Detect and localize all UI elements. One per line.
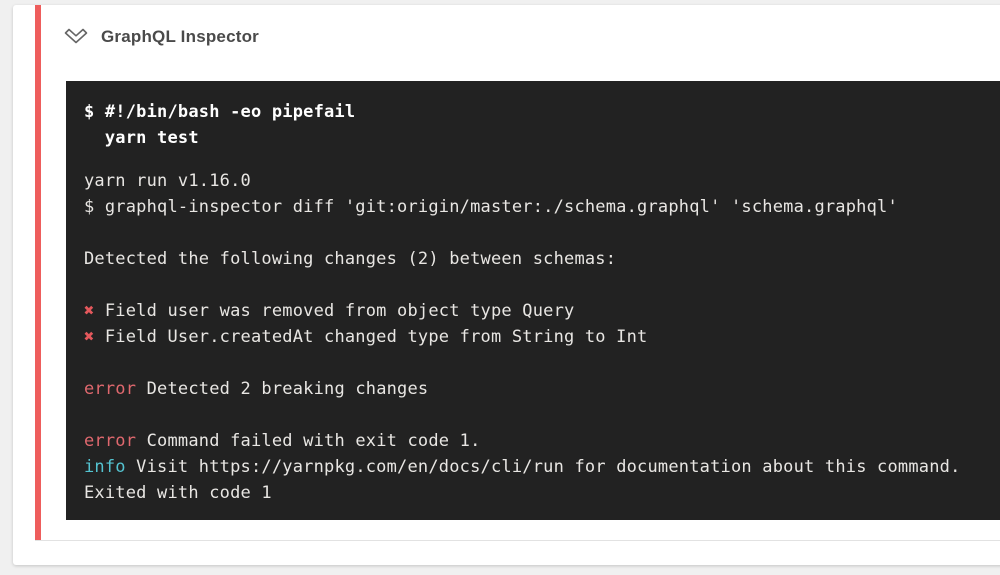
terminal-line: $ #!/bin/bash -eo pipefail (84, 102, 356, 122)
terminal-line: ✖ Field user was removed from object typ… (84, 301, 575, 321)
terminal-line (84, 272, 1000, 298)
step-status-bar (35, 5, 41, 540)
terminal-line: ✖ Field User.createdAt changed type from… (84, 327, 648, 347)
build-step-card: GraphQL Inspector $ #!/bin/bash -eo pipe… (13, 5, 1000, 565)
step-title: GraphQL Inspector (101, 27, 260, 46)
terminal-line: yarn run v1.16.0 (84, 171, 251, 191)
terminal-line (84, 220, 1000, 246)
terminal-line (84, 402, 1000, 428)
terminal-line: error Command failed with exit code 1. (84, 431, 481, 451)
terminal-line: $ graphql-inspector diff 'git:origin/mas… (84, 197, 898, 217)
chevrons-down-icon[interactable] (63, 26, 89, 48)
terminal-line: error Detected 2 breaking changes (84, 379, 429, 399)
build-output-terminal: $ #!/bin/bash -eo pipefail yarn test yarn… (66, 81, 1000, 520)
terminal-line: yarn test (84, 128, 199, 148)
terminal-line (84, 350, 1000, 376)
failed-step-section: GraphQL Inspector $ #!/bin/bash -eo pipe… (35, 5, 1000, 541)
terminal-line: info Visit https://yarnpkg.com/en/docs/c… (84, 457, 961, 477)
step-collapse-header[interactable]: GraphQL Inspector (41, 5, 1000, 69)
terminal-line: Exited with code 1 (84, 483, 272, 503)
terminal-line: Detected the following changes (2) betwe… (84, 249, 617, 269)
